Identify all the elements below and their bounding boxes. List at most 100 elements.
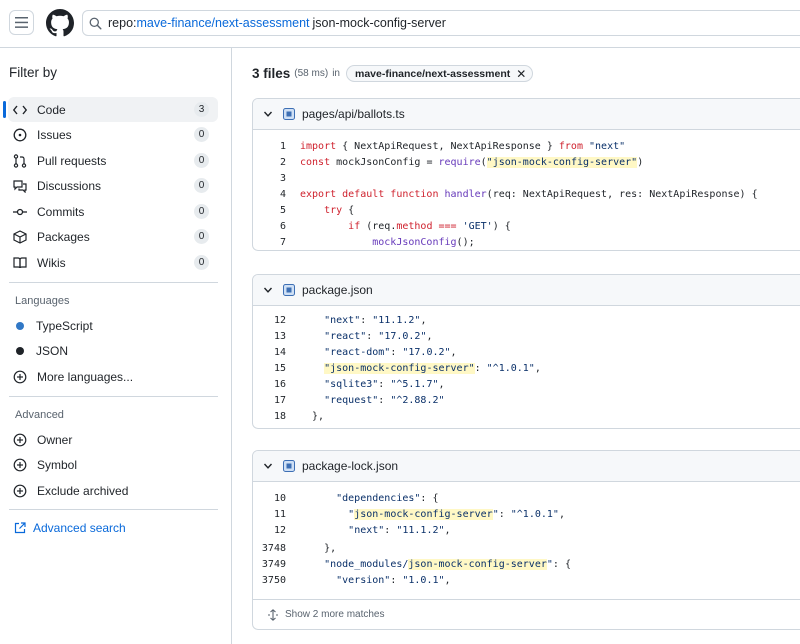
count-badge: 0 xyxy=(194,127,209,142)
file-path-link[interactable]: package-lock.json xyxy=(302,459,399,473)
match-highlight: "json-mock-config-server" xyxy=(486,156,638,168)
code-token: "sqlite3" xyxy=(324,378,379,390)
file-path-link[interactable]: pages/api/ballots.ts xyxy=(302,107,405,121)
line-number[interactable]: 3 xyxy=(279,172,286,184)
line-number[interactable]: 5 xyxy=(279,204,286,216)
code-token: : xyxy=(390,346,403,358)
sidebar-item-pull-requests[interactable]: Pull requests 0 xyxy=(8,148,218,173)
line-number[interactable]: 7 xyxy=(279,236,286,248)
sidebar-item-label: Wikis xyxy=(37,255,66,270)
advanced-exclude-archived[interactable]: Exclude archived xyxy=(8,478,218,503)
code-text: const mockJsonConfig = require("json-moc… xyxy=(300,156,643,168)
count-badge: 3 xyxy=(194,102,209,117)
chevron-down-icon[interactable] xyxy=(263,460,275,472)
code-token: " xyxy=(492,508,499,520)
chevron-down-icon[interactable] xyxy=(263,284,275,296)
match-highlight: json-mock-config-server xyxy=(354,508,493,520)
code-line: 14 "react-dom": "17.0.2", xyxy=(253,344,457,360)
code-token: : { xyxy=(420,492,439,504)
language-json[interactable]: JSON xyxy=(8,338,218,363)
code-token: , xyxy=(444,524,451,536)
language-label: TypeScript xyxy=(36,318,93,333)
code-token: 'GET' xyxy=(462,220,493,232)
line-number[interactable]: 13 xyxy=(273,330,286,342)
line-number[interactable]: 11 xyxy=(273,508,286,520)
code-token: }, xyxy=(300,410,325,422)
commit-icon xyxy=(12,204,28,220)
code-line: 3748 }, xyxy=(253,540,336,556)
code-line: 5 try { xyxy=(253,202,354,218)
line-number[interactable]: 12 xyxy=(273,524,286,536)
result-card-header: package.json xyxy=(253,275,800,306)
code-token: : xyxy=(378,394,391,406)
menu-button[interactable] xyxy=(9,10,34,35)
results-in-label: in xyxy=(332,68,340,79)
code-token xyxy=(300,205,324,216)
line-number[interactable]: 4 xyxy=(279,188,286,200)
code-token: mockJsonConfig xyxy=(372,236,457,248)
sidebar-item-issues[interactable]: Issues 0 xyxy=(8,122,218,147)
count-badge: 0 xyxy=(194,229,209,244)
code-text: }, xyxy=(300,411,324,422)
github-logo-icon[interactable] xyxy=(46,9,74,37)
sidebar-divider xyxy=(9,282,218,283)
count-badge: 0 xyxy=(194,204,209,219)
code-token: { NextApiRequest, NextApiResponse } xyxy=(336,140,559,152)
line-number[interactable]: 3749 xyxy=(261,558,286,570)
file-path-link[interactable]: package.json xyxy=(302,283,373,297)
code-line: 15 "json-mock-config-server": "^1.0.1", xyxy=(253,360,541,376)
line-number[interactable]: 17 xyxy=(273,394,286,406)
line-number[interactable]: 6 xyxy=(279,220,286,232)
repo-filter-chip: mave-finance/next-assessment ✕ xyxy=(345,65,534,82)
code-token: (req: NextApiRequest, res: NextApiRespon… xyxy=(486,188,758,200)
code-token: " xyxy=(546,558,553,570)
line-number[interactable]: 3748 xyxy=(261,542,286,554)
sidebar-item-discussions[interactable]: Discussions 0 xyxy=(8,173,218,198)
code-line: 16 "sqlite3": "^5.1.7", xyxy=(253,376,445,392)
results-summary: 3 files (58 ms) in mave-finance/next-ass… xyxy=(252,65,534,82)
advanced-search-link[interactable]: Advanced search xyxy=(14,521,126,535)
code-token: if xyxy=(348,220,361,232)
code-token xyxy=(300,559,324,570)
show-more-matches-button[interactable]: Show 2 more matches xyxy=(253,599,800,629)
book-icon xyxy=(12,255,28,271)
count-badge: 0 xyxy=(194,153,209,168)
close-icon[interactable]: ✕ xyxy=(516,66,527,81)
code-token: "node_modules/ xyxy=(324,558,409,570)
line-number[interactable]: 12 xyxy=(273,314,286,326)
sidebar-item-commits[interactable]: Commits 0 xyxy=(8,199,218,224)
language-typescript[interactable]: TypeScript xyxy=(8,313,218,338)
line-number[interactable]: 18 xyxy=(273,410,286,422)
sidebar-item-wikis[interactable]: Wikis 0 xyxy=(8,250,218,275)
match-highlight: json-mock-config-server xyxy=(408,558,547,570)
line-number[interactable]: 1 xyxy=(279,140,286,152)
code-token xyxy=(300,363,324,374)
advanced-search-label: Advanced search xyxy=(33,521,126,535)
code-token: ( xyxy=(480,156,487,168)
line-number[interactable]: 15 xyxy=(273,362,286,374)
sidebar-item-code[interactable]: Code 3 xyxy=(3,97,218,122)
line-number[interactable]: 3750 xyxy=(261,574,286,586)
line-number[interactable]: 16 xyxy=(273,378,286,390)
code-text: "version": "1.0.1", xyxy=(300,575,450,586)
more-languages-button[interactable]: More languages... xyxy=(8,364,218,389)
sidebar-item-packages[interactable]: Packages 0 xyxy=(8,224,218,249)
chevron-down-icon[interactable] xyxy=(263,108,275,120)
code-token: === xyxy=(438,220,457,232)
code-line: 3 xyxy=(253,170,300,186)
advanced-owner[interactable]: Owner xyxy=(8,427,218,452)
code-line: 17 "request": "^2.88.2" xyxy=(253,392,445,408)
line-number[interactable]: 10 xyxy=(273,492,286,504)
code-token: "react" xyxy=(324,330,367,342)
line-number[interactable]: 2 xyxy=(279,156,286,168)
sidebar-item-label: Commits xyxy=(37,204,85,219)
advanced-symbol[interactable]: Symbol xyxy=(8,452,218,477)
code-token: "^1.0.1" xyxy=(510,508,559,520)
code-text: "sqlite3": "^5.1.7", xyxy=(300,378,444,390)
line-number[interactable]: 14 xyxy=(273,346,286,358)
search-icon xyxy=(89,17,102,30)
search-qualifier: repo: xyxy=(108,16,137,30)
sidebar-divider xyxy=(9,509,218,510)
